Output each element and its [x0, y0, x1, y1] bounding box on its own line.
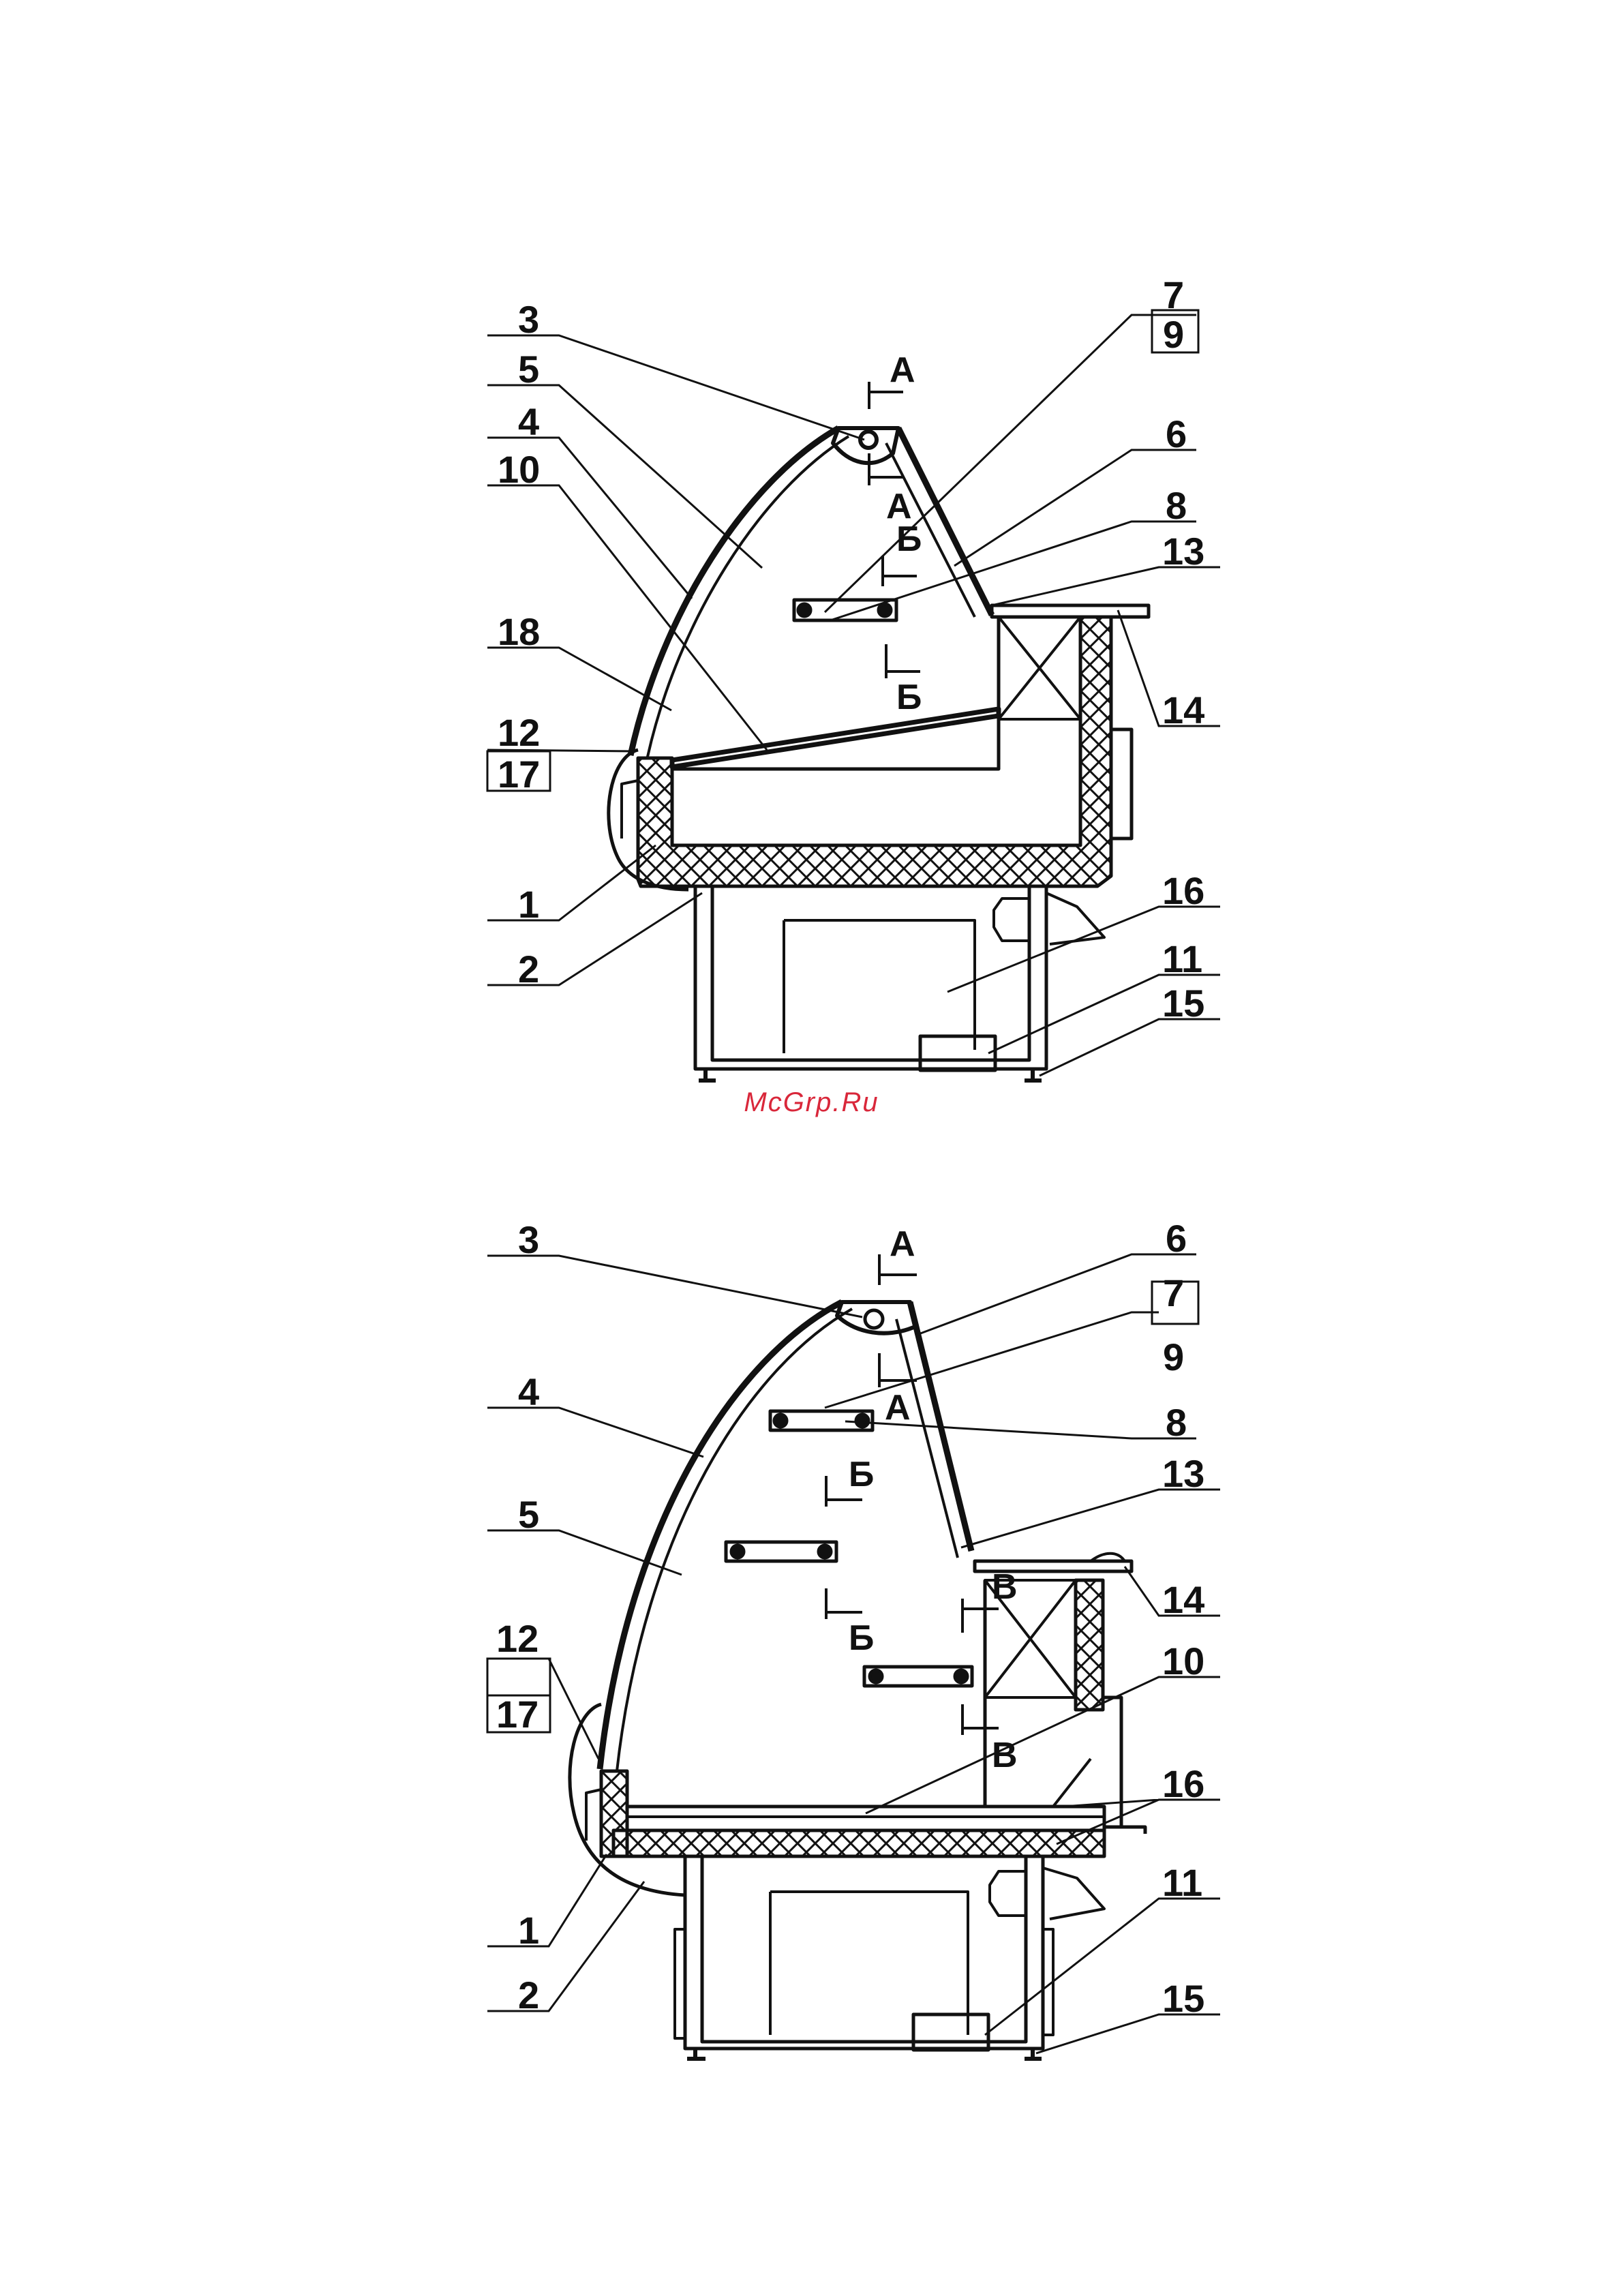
drain-tray: [913, 2014, 988, 2050]
section-mark-b-bottom: Б: [849, 1618, 874, 1658]
side-fan: [990, 1868, 1104, 1919]
callout-15: 15: [1162, 1977, 1204, 2020]
drain-tray: [920, 1036, 995, 1070]
section-mark-v-top: В: [992, 1567, 1018, 1607]
callout-13: 13: [1162, 1452, 1204, 1495]
callout-4: 4: [518, 1370, 539, 1413]
callout-2: 2: [518, 948, 539, 991]
front-wall-insulation: [601, 1771, 627, 1856]
section-mark-v-bottom: В: [992, 1736, 1018, 1775]
callout-10: 10: [1162, 1640, 1204, 1682]
callout-5: 5: [518, 348, 539, 391]
callout-8: 8: [1166, 484, 1187, 527]
callout-7: 7: [1163, 273, 1184, 316]
callout-2: 2: [518, 1974, 539, 2016]
tub-inner: [672, 758, 1080, 845]
side-box: [1111, 729, 1132, 839]
callout-10: 10: [498, 448, 540, 491]
front-glass-inner: [648, 436, 849, 757]
callout-16: 16: [1162, 1762, 1204, 1805]
front-glass: [600, 1302, 842, 1769]
tub-liner: [627, 1771, 1104, 1830]
callout-9: 9: [1163, 1335, 1184, 1378]
side-panel: [1103, 1697, 1145, 1834]
callout-13: 13: [1162, 530, 1204, 573]
section-mark-b-bottom: Б: [896, 678, 922, 717]
section-mark-a-bottom: А: [885, 1388, 911, 1428]
lamp-icon: [865, 1310, 883, 1328]
callout-11: 11: [1162, 1861, 1202, 1904]
callout-9: 9: [1163, 313, 1184, 356]
callout-15: 15: [1162, 982, 1204, 1025]
floor-insulation: [613, 1830, 1104, 1856]
counter-top: [992, 605, 1149, 617]
callout-5: 5: [518, 1493, 539, 1536]
callout-6: 6: [1166, 1217, 1187, 1260]
callout-8: 8: [1166, 1401, 1187, 1444]
section-mark-b-top: Б: [896, 519, 922, 559]
compressor-unit: [784, 920, 975, 1053]
callout-14: 14: [1162, 689, 1204, 731]
callout-3: 3: [518, 298, 539, 341]
figure-1-display-case: [609, 382, 1149, 1081]
callout-12: 12: [498, 711, 540, 754]
callout-12: 12: [496, 1617, 539, 1660]
callout-16: 16: [1162, 869, 1204, 912]
callout-17: 17: [496, 1693, 539, 1736]
callout-3: 3: [518, 1218, 539, 1261]
callout-1: 1: [518, 1909, 539, 1952]
section-mark-a-top: А: [890, 350, 915, 390]
callout-1: 1: [518, 883, 539, 926]
callout-4: 4: [518, 400, 539, 443]
callout-6: 6: [1166, 412, 1187, 455]
rear-wall-insulation: [1076, 1580, 1103, 1710]
section-mark-b-top: Б: [849, 1455, 874, 1494]
callout-18: 18: [498, 610, 540, 653]
side-fan: [994, 893, 1104, 944]
sloped-shelf: [672, 709, 999, 767]
section-mark-a-top: А: [890, 1224, 915, 1264]
callout-14: 14: [1162, 1578, 1204, 1621]
callout-7: 7: [1163, 1271, 1184, 1314]
rear-compartment: [999, 617, 1080, 719]
watermark: McGrp.Ru: [0, 1087, 1623, 1118]
callout-11: 11: [1162, 937, 1202, 980]
callout-17: 17: [498, 753, 540, 796]
